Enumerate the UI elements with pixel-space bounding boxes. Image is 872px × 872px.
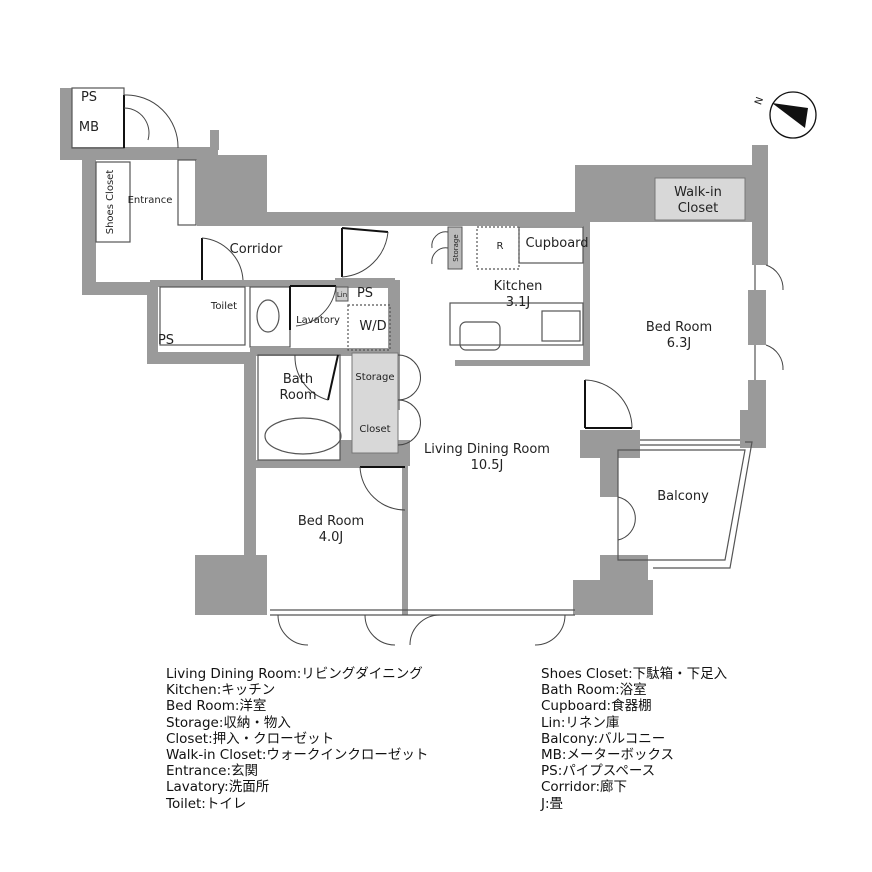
ldr-label: Living Dining Room: [424, 442, 550, 457]
legend-item: Corridor:廊下: [541, 779, 627, 796]
balcony-label: Balcony: [657, 489, 709, 504]
legend-item: PS:パイプスペース: [541, 763, 656, 780]
floor-plan: N PS MB Shoes Closet Entrance Corridor T…: [60, 87, 817, 646]
fridge-label: R: [497, 241, 504, 252]
walk-in-closet-label-2: Closet: [678, 201, 719, 216]
bed-room-large-label: Bed Room: [646, 320, 712, 335]
bed-room-small-size: 4.0J: [319, 530, 344, 545]
lavatory-label: Lavatory: [296, 315, 340, 326]
legend-item: J:畳: [541, 795, 564, 812]
ps-toilet-label: PS: [158, 333, 174, 348]
legend-left: Living Dining Room:リビングダイニング Kitchen:キッチ…: [166, 666, 428, 812]
closet-label: Closet: [359, 424, 390, 435]
legend-item: Bath Room:浴室: [541, 682, 647, 699]
north-arrow-icon: [769, 91, 817, 139]
kitchen-size: 3.1J: [506, 295, 531, 310]
legend-item: Shoes Closet:下駄箱・下足入: [541, 666, 728, 682]
room-outlines: [71, 87, 756, 616]
bed-room-large-size: 6.3J: [667, 336, 692, 351]
legend-item: Cupboard:食器棚: [541, 698, 652, 715]
ps-lav-label: PS: [357, 286, 373, 301]
mb-label: MB: [79, 120, 99, 135]
ldr-size: 10.5J: [471, 458, 504, 473]
doors: [123, 94, 784, 646]
legend-item: Storage:収納・物入: [166, 714, 291, 731]
toilet-label: Toilet: [210, 301, 237, 312]
legend-item: Closet:押入・クローゼット: [166, 730, 335, 747]
legend-item: Balcony:バルコニー: [541, 730, 666, 747]
legend-item: Entrance:玄関: [166, 763, 259, 780]
bath-room-label: Bath: [283, 372, 313, 387]
legend-item: Walk-in Closet:ウォークインクローゼット: [166, 747, 429, 764]
entrance-label: Entrance: [128, 195, 173, 206]
legend-item: Kitchen:キッチン: [166, 682, 276, 699]
corridor-label: Corridor: [230, 242, 283, 257]
wd-label: W/D: [359, 319, 386, 334]
walk-in-closet-label: Walk-in: [674, 185, 722, 200]
bed-room-small-label: Bed Room: [298, 514, 364, 529]
legend-item: Lin:リネン庫: [541, 714, 620, 731]
ps-label: PS: [81, 90, 97, 105]
storage-fills: [335, 177, 746, 454]
kitchen-label: Kitchen: [494, 279, 543, 294]
legend-item: Living Dining Room:リビングダイニング: [166, 666, 423, 682]
legend-item: Bed Room:洋室: [166, 698, 267, 715]
bath-room-label-2: Room: [279, 388, 316, 403]
shoes-closet-label: Shoes Closet: [105, 170, 116, 235]
cupboard-label: Cupboard: [525, 236, 588, 251]
compass-label: N: [753, 96, 766, 107]
legend-item: Toilet:トイレ: [166, 795, 247, 812]
storage-kitchen-label: Storage: [452, 234, 460, 261]
legend-item: Lavatory:洗面所: [166, 779, 270, 796]
legend-right: Shoes Closet:下駄箱・下足入 Bath Room:浴室 Cupboa…: [541, 666, 727, 812]
legend-item: MB:メーターボックス: [541, 747, 675, 764]
storage-hall-label: Storage: [355, 372, 394, 383]
lin-label: Lin: [337, 291, 347, 299]
walls: [60, 88, 768, 615]
